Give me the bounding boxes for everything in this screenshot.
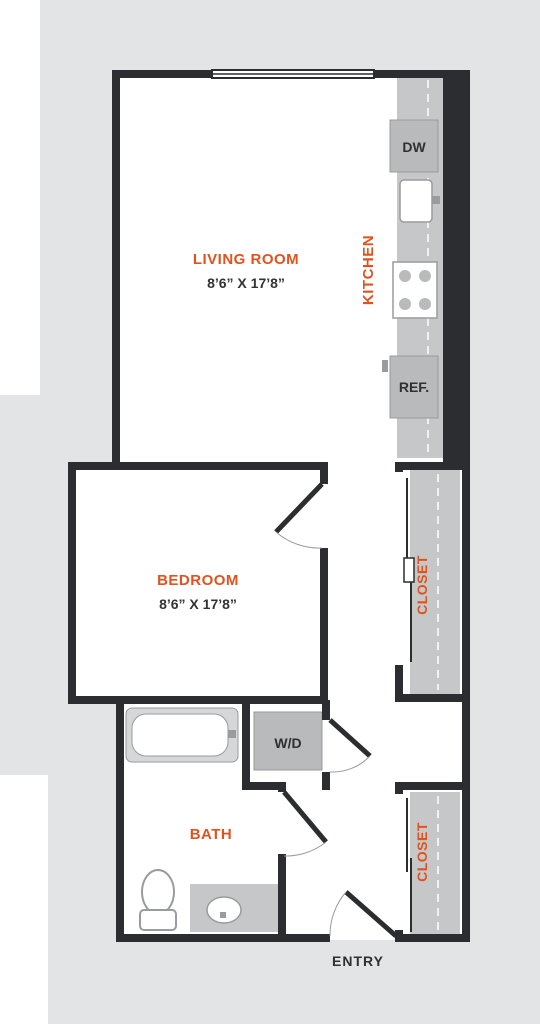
closet-upper-shelf	[410, 470, 460, 694]
door-bedroom	[274, 482, 324, 549]
burner	[419, 270, 431, 282]
living-room-name: LIVING ROOM	[193, 251, 299, 268]
closet-lower-name: CLOSET	[414, 822, 430, 882]
closet-upper-name: CLOSET	[414, 555, 430, 615]
door-entry	[329, 890, 398, 938]
closet-lower-shelf	[410, 792, 460, 940]
kitchen-sink	[399, 179, 433, 223]
burner	[399, 298, 411, 310]
bath-faucet	[220, 912, 226, 918]
door-washer-dryer	[328, 718, 372, 773]
refrigerator-handle	[382, 360, 388, 372]
bathtub-faucet	[228, 730, 236, 738]
washer-dryer	[253, 711, 323, 771]
refrigerator-label: REF.	[399, 379, 429, 395]
walls	[68, 69, 470, 942]
kitchen-faucet	[432, 196, 440, 204]
living-room-dims: 8’6” X 17’8”	[207, 275, 285, 291]
burner	[399, 270, 411, 282]
entry-label: ENTRY	[332, 953, 384, 969]
bath-sink	[206, 896, 242, 924]
dishwasher-label: DW	[402, 139, 426, 155]
burner	[419, 298, 431, 310]
kitchen-name: KITCHEN	[360, 235, 377, 305]
stove	[392, 261, 438, 319]
bedroom-name: BEDROOM	[157, 572, 239, 589]
bath-name: BATH	[190, 826, 233, 843]
dishwasher	[389, 119, 439, 173]
closet-lower-doors	[406, 798, 412, 932]
bedroom-dims: 8’6” X 17’8”	[159, 596, 237, 612]
washer-dryer-label: W/D	[274, 735, 301, 751]
bathtub-basin	[131, 713, 229, 757]
refrigerator	[389, 355, 439, 419]
toilet	[139, 869, 177, 931]
closet-upper-doors	[403, 478, 415, 662]
door-bath	[282, 790, 328, 857]
